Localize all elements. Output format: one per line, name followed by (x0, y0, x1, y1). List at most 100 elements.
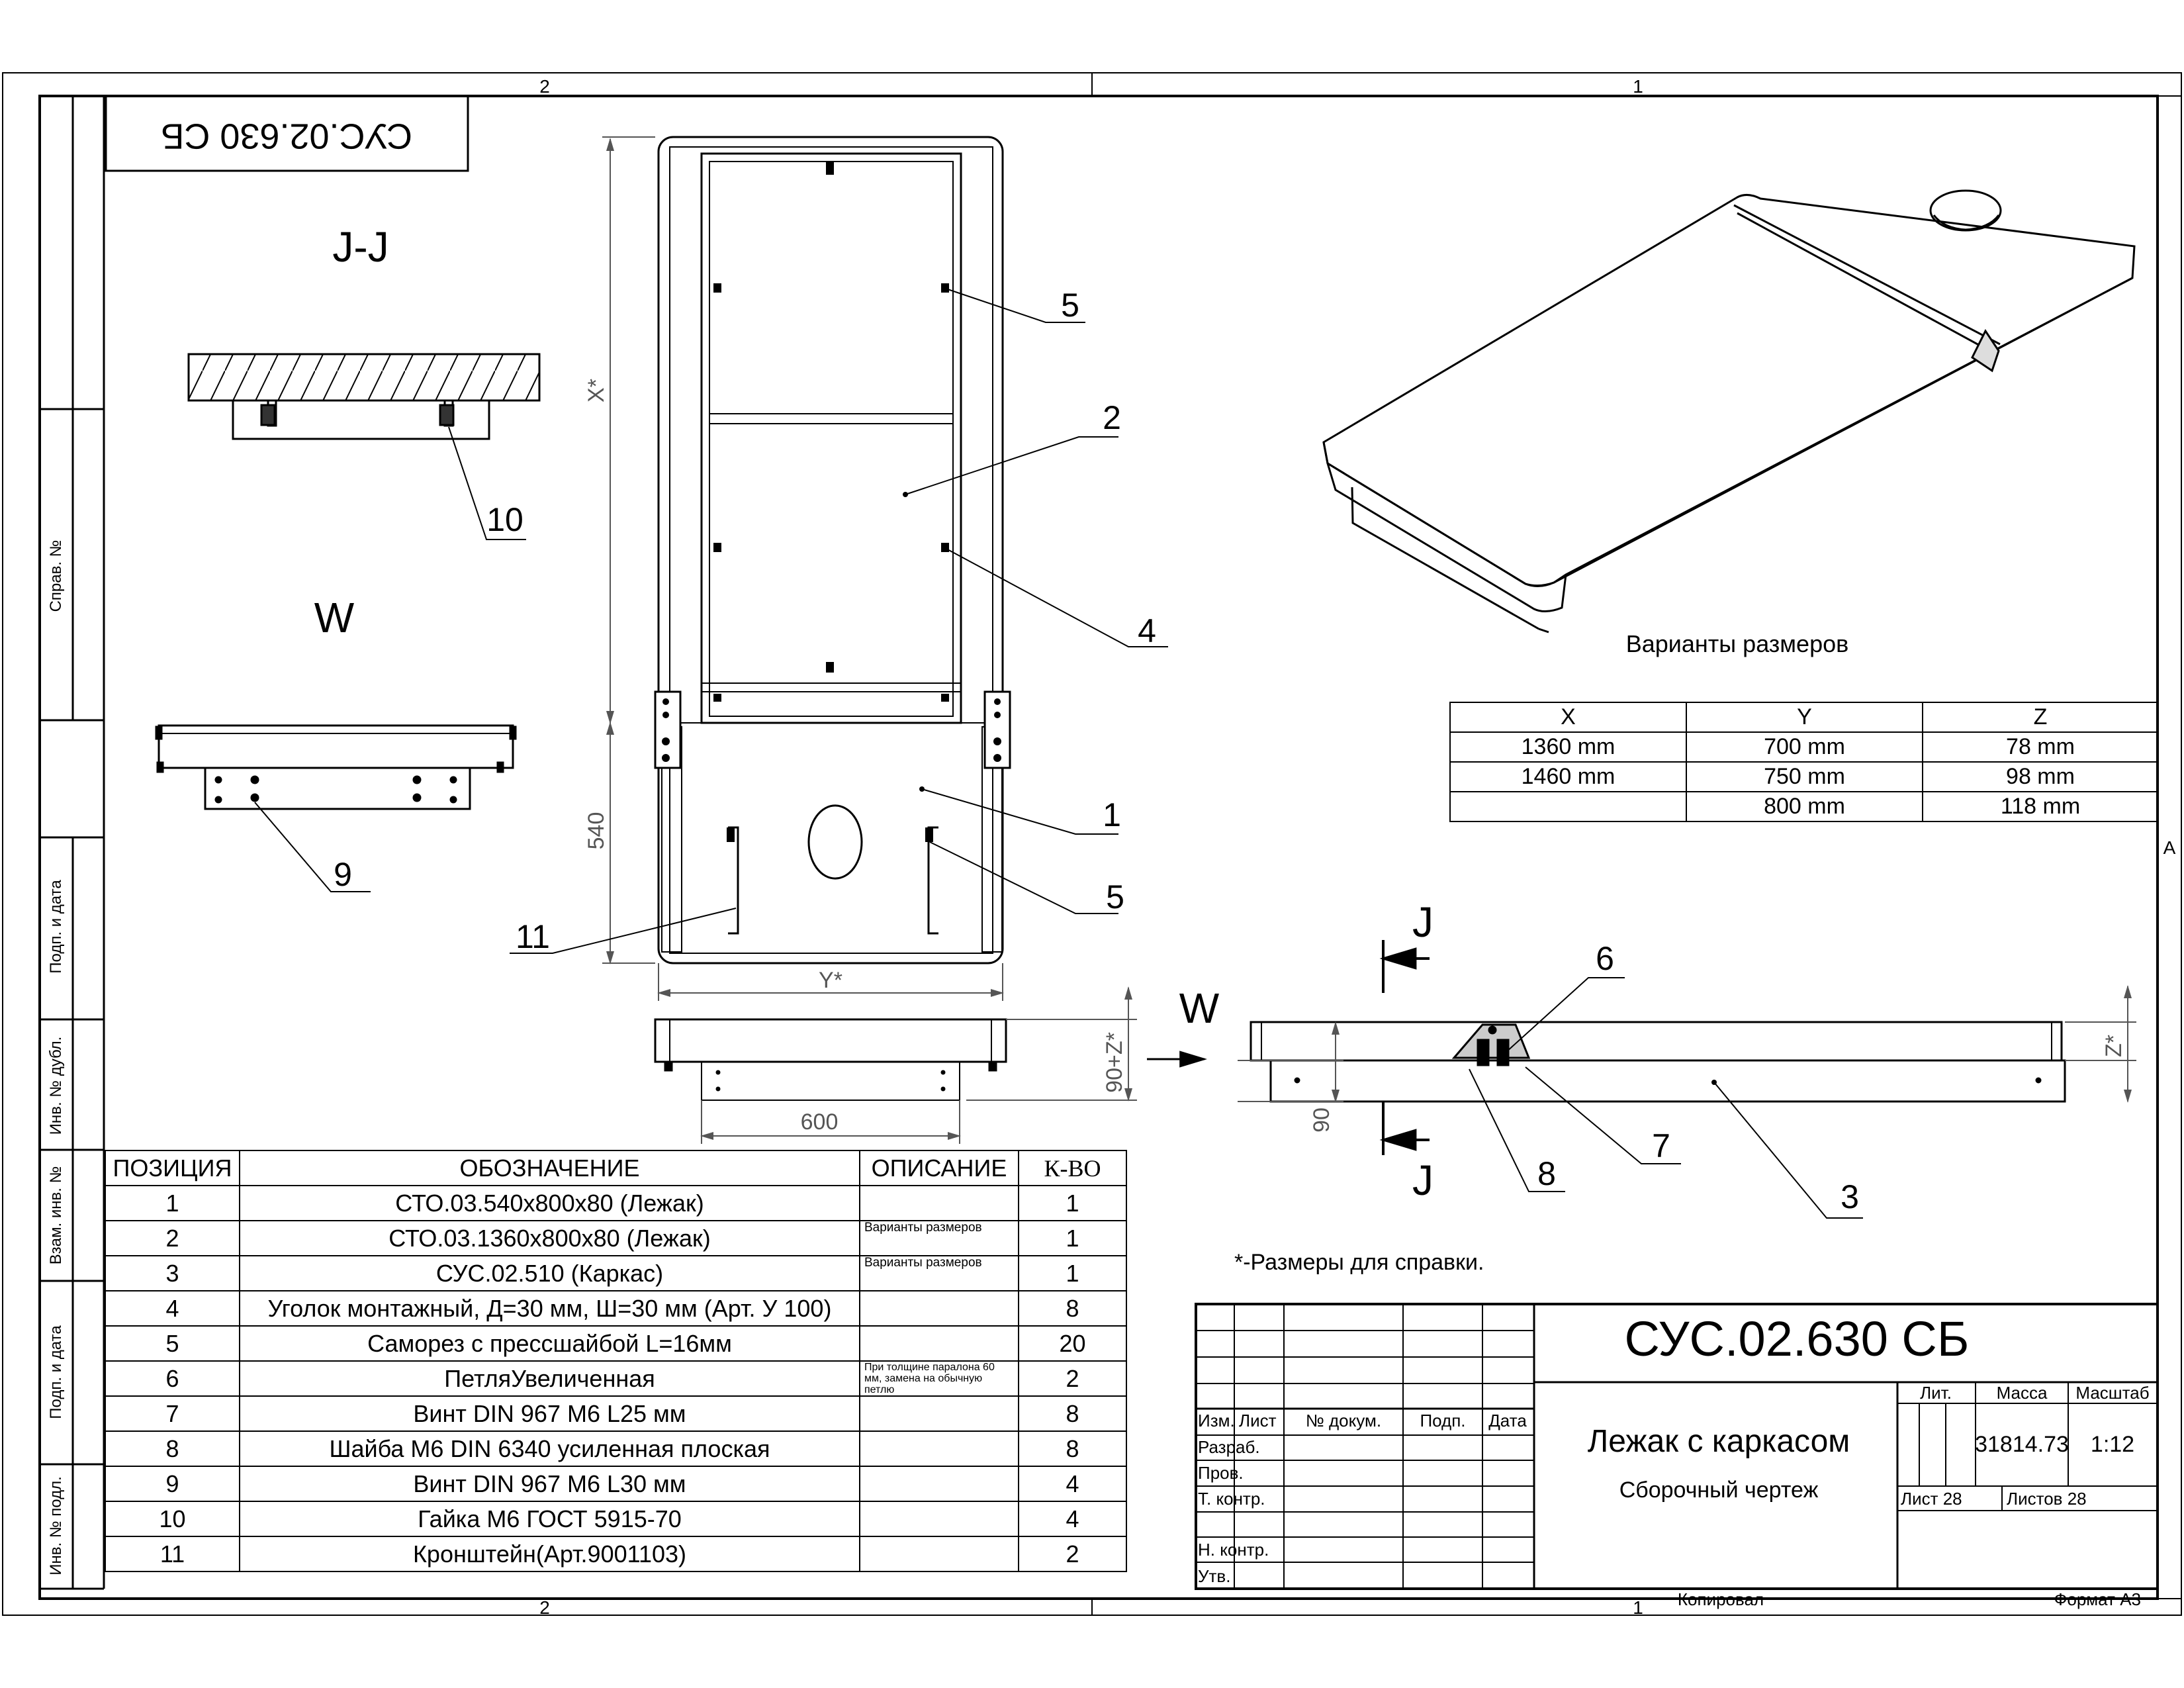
spec-pos: 5 (105, 1325, 240, 1362)
zone-label-side: А (2163, 837, 2176, 858)
spec-name: ПетляУвеличенная (239, 1360, 860, 1397)
variants-row: 1460 mm 750 mm 98 mm (1449, 761, 2159, 792)
tb-sheet: Лист 28 (1901, 1489, 1962, 1509)
zone-label-top-left: 2 (539, 76, 550, 97)
reference-note: *-Размеры для справки. (1234, 1250, 1484, 1275)
cut-j-top-label: J (1412, 898, 1433, 946)
title-block-text: Изм. Лист № докум. Подп. Дата Разраб. Пр… (1198, 1383, 2150, 1609)
spec-name: СУС.02.510 (Каркас) (239, 1255, 860, 1291)
spec-header-position: ПОЗИЦИЯ (105, 1150, 240, 1186)
tb-role-prov: Пров. (1198, 1463, 1244, 1483)
variants-row: 1360 mm 700 mm 78 mm (1449, 731, 2159, 763)
tb-scale-value: 1:12 (2091, 1432, 2134, 1457)
side-view-small-dimensions (700, 986, 1137, 1144)
spec-pos: 1 (105, 1185, 240, 1221)
section-jj-label: J-J (332, 223, 388, 271)
spec-pos: 8 (105, 1430, 240, 1467)
variants-cell: 98 mm (1922, 761, 2159, 792)
plan-dimensions (602, 136, 1004, 1001)
front-view-dimensions (1238, 985, 2136, 1103)
callout-3: 3 (1841, 1178, 1859, 1215)
spec-pos: 4 (105, 1290, 240, 1327)
tb-lit-label: Лит. (1920, 1383, 1952, 1403)
spec-pos: 2 (105, 1220, 240, 1256)
variants-header-y: Y (1686, 702, 1923, 733)
callout-2: 2 (1103, 399, 1121, 436)
tb-role-tkontr: Т. контр. (1198, 1489, 1265, 1509)
callout-9: 9 (334, 856, 352, 893)
spec-name: СТО.03.540х800х80 (Лежак) (239, 1185, 860, 1221)
spec-qty: 8 (1018, 1290, 1127, 1327)
dim-x: X* (584, 379, 609, 402)
callout-5-top: 5 (1061, 287, 1079, 324)
spec-desc (859, 1395, 1019, 1432)
spec-pos: 3 (105, 1255, 240, 1291)
tb-copied: Копировал (1678, 1589, 1764, 1609)
spec-desc: При толщине паралона 60 мм, замена на об… (859, 1360, 1019, 1397)
tb-role-nkontr: Н. контр. (1198, 1540, 1269, 1560)
spec-desc (859, 1185, 1019, 1221)
spec-qty: 1 (1018, 1220, 1127, 1256)
dim-90-plus-z: 90+Z* (1102, 1032, 1127, 1093)
callout-10: 10 (486, 501, 523, 538)
spec-pos: 11 (105, 1536, 240, 1572)
sheet-border (2, 72, 2182, 1616)
callout-4: 4 (1138, 612, 1156, 649)
spec-desc (859, 1501, 1019, 1537)
dim-90: 90 (1309, 1107, 1334, 1133)
spec-pos: 10 (105, 1501, 240, 1537)
title-block-grid (1195, 1303, 2159, 1590)
doc-number: СУС.02.630 СБ (1625, 1311, 1970, 1366)
section-jj-drawing (187, 353, 541, 440)
front-view-drawing (1250, 1021, 2066, 1103)
plan-view-fasteners (662, 162, 1001, 842)
callout-8: 8 (1537, 1155, 1556, 1192)
binding-strip-labels: Справ. № Подп. и дата Инв. № дубл. Взам.… (47, 540, 65, 1575)
spec-name: Гайка М6 ГОСТ 5915-70 (239, 1501, 860, 1537)
callout-7: 7 (1652, 1127, 1670, 1164)
callout-dots (903, 492, 1717, 1085)
spec-qty: 1 (1018, 1185, 1127, 1221)
dim-y: Y* (819, 968, 842, 993)
spec-qty: 20 (1018, 1325, 1127, 1362)
variants-cell: 800 mm (1686, 791, 1923, 822)
tb-format: Формат А3 (2054, 1589, 2141, 1609)
side-view-small (654, 1018, 1007, 1101)
tb-header-date: Дата (1488, 1411, 1527, 1430)
spec-desc (859, 1536, 1019, 1572)
tb-header-doc: № докум. (1306, 1411, 1381, 1430)
variants-header-row: X Y Z (1449, 702, 2159, 733)
label-inv-podl: Инв. № подл. (47, 1476, 65, 1575)
zone-label-bottom-right: 1 (1633, 1597, 1643, 1618)
variants-header-z: Z (1922, 702, 2159, 733)
cut-j-bottom-label: J (1412, 1156, 1433, 1204)
spec-name: Винт DIN 967 M6 L30 мм (239, 1466, 860, 1502)
view-w-label: W (314, 594, 355, 641)
label-sprav-no: Справ. № (47, 540, 65, 612)
front-view-cut-lines (1379, 940, 1430, 1155)
callout-5-bottom: 5 (1106, 878, 1124, 915)
tb-mass-label: Масса (1997, 1383, 2048, 1403)
dim-540: 540 (584, 812, 609, 850)
w-arrow-label: W (1179, 984, 1220, 1032)
spec-qty: 8 (1018, 1430, 1127, 1467)
tb-header-list: Лист (1239, 1411, 1277, 1430)
spec-qty: 1 (1018, 1255, 1127, 1291)
tb-sheets: Листов 28 (2007, 1489, 2087, 1509)
variants-cell: 1360 mm (1449, 731, 1687, 763)
spec-qty: 2 (1018, 1360, 1127, 1397)
spec-name: Саморез с прессшайбой L=16мм (239, 1325, 860, 1362)
variants-cell: 750 mm (1686, 761, 1923, 792)
view-w-drawing (155, 724, 517, 810)
isometric-view (1322, 189, 2136, 633)
tb-scale-label: Масштаб (2075, 1383, 2149, 1403)
spec-qty: 2 (1018, 1536, 1127, 1572)
variants-cell (1449, 791, 1687, 822)
callout-11: 11 (516, 918, 550, 955)
